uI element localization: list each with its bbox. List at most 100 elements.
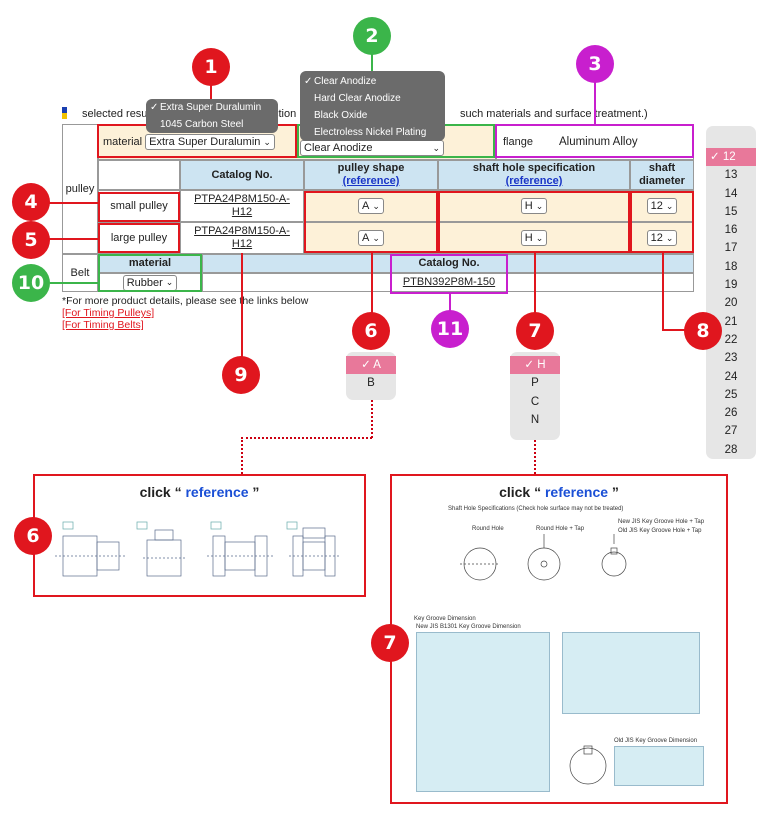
small-pulley-diameter-value: 12 <box>650 200 663 212</box>
diameter-option-26[interactable]: 26 <box>724 407 738 420</box>
diameter-option-13[interactable]: 13 <box>724 169 738 182</box>
large-pulley-catalog-1[interactable]: PTPA24P8M150-A- <box>194 225 290 237</box>
small-pulley-shape-cell: A⌄ <box>304 190 438 222</box>
highlight-diameter <box>630 191 694 253</box>
badge-panel-6: 6 <box>14 517 52 555</box>
diameter-option-16[interactable]: 16 <box>724 224 738 237</box>
highlight-belt-catalog <box>390 254 508 294</box>
diameter-option-21[interactable]: 21 <box>724 315 738 328</box>
hole-option-p[interactable]: P <box>510 374 560 392</box>
diameter-option-19[interactable]: 19 <box>724 279 738 292</box>
large-pulley-name: large pulley <box>110 232 168 244</box>
shaft-hole-header-text: shaft hole specification <box>472 162 596 174</box>
highlight-belt-material <box>98 254 202 292</box>
catalog-header: Catalog No. <box>180 160 304 190</box>
chevron-down-icon: ⌄ <box>665 232 674 243</box>
diameter-option-17[interactable]: 17 <box>724 242 738 255</box>
hole-option-n-text: N <box>530 413 540 426</box>
hole-option-n[interactable]: N <box>510 411 560 429</box>
shaft-diameter-header-2: diameter <box>639 175 685 187</box>
diameter-option-25[interactable]: 25 <box>724 388 738 401</box>
timing-pulleys-link[interactable]: [For Timing Pulleys] <box>62 307 154 319</box>
material-menu: ✓Extra Super Duralumin 1045 Carbon Steel <box>146 99 278 133</box>
pulley-shape-drawings <box>55 521 341 577</box>
surface-option-1[interactable]: Hard Clear Anodize <box>300 90 445 107</box>
chevron-down-icon: ⌄ <box>432 142 440 153</box>
belt-catalog-link[interactable]: PTBN392P8M-150 <box>402 276 496 288</box>
small-pulley-catalog-1[interactable]: PTPA24P8M150-A- <box>194 193 290 205</box>
shape-option-b-text: B <box>367 377 375 390</box>
shaft-hole-reference-panel: click “ reference ” Shaft Hole Specifica… <box>390 474 728 804</box>
hole-option-h[interactable]: ✓ H <box>510 356 560 375</box>
diameter-option-22[interactable]: 22 <box>724 333 738 346</box>
pulley-shape-header-text: pulley shape <box>337 162 405 174</box>
shaft-hole-reference-link[interactable]: (reference) <box>505 175 563 187</box>
badge-6: 6 <box>352 312 390 350</box>
hole-option-c[interactable]: C <box>510 393 560 411</box>
large-pulley-diameter-cell: 12⌄ <box>630 222 694 254</box>
small-pulley-diameter-select[interactable]: 12⌄ <box>646 198 678 214</box>
surface-option-3[interactable]: Electroless Nickel Plating <box>300 124 445 141</box>
connector-9 <box>241 253 243 357</box>
small-pulley-catalog-2[interactable]: H12 <box>231 206 253 218</box>
key-table-right <box>562 632 700 714</box>
shaft-diameter-header-1: shaft <box>648 162 676 174</box>
diameter-option-23[interactable]: 23 <box>724 352 738 365</box>
large-pulley-catalog[interactable]: PTPA24P8M150-A-H12 <box>180 222 304 254</box>
diameter-option-12[interactable]: ✓ 12 <box>706 148 756 167</box>
connector-11 <box>449 293 451 315</box>
diameter-option-14[interactable]: 14 <box>724 187 738 200</box>
belt-material-header-text: material <box>128 257 172 269</box>
hole-option-c-text: C <box>530 395 540 408</box>
pulley-shape-reference-link[interactable]: (reference) <box>342 175 400 187</box>
shape-option-a[interactable]: ✓ A <box>346 356 396 375</box>
opt-p: Round Hole + Tap <box>536 526 585 532</box>
large-pulley-shape-select[interactable]: A⌄ <box>358 230 384 246</box>
connector-5 <box>48 238 98 240</box>
surface-option-0-text: Clear Anodize <box>314 76 377 87</box>
chevron-down-icon: ⌄ <box>535 232 544 243</box>
pulley-shape-header: pulley shape(reference) <box>304 160 438 190</box>
belt-material-select[interactable]: Rubber⌄ <box>122 274 178 291</box>
material-option-0[interactable]: ✓Extra Super Duralumin <box>146 99 278 116</box>
surface-option-0[interactable]: ✓Clear Anodize <box>300 73 445 90</box>
belt-catalog-header-text: Catalog No. <box>418 257 480 269</box>
dotted-connector-6b <box>241 437 372 439</box>
diameter-dropdown: ✓ 12 13 14 15 16 17 18 19 20 21 22 23 24 25 26 27 28 <box>706 126 756 459</box>
timing-belts-link-text[interactable]: [For Timing Belts] <box>62 319 144 331</box>
surface-option-2[interactable]: Black Oxide <box>300 107 445 124</box>
material-select[interactable]: Extra Super Duralumin⌄ <box>145 134 275 150</box>
opt-n: New JIS Key Groove Hole + Tap <box>618 519 705 525</box>
badge-8: 8 <box>684 312 722 350</box>
small-pulley-catalog[interactable]: PTPA24P8M150-A-H12 <box>180 190 304 222</box>
diameter-option-27[interactable]: 27 <box>724 425 738 438</box>
large-pulley-catalog-2[interactable]: H12 <box>231 238 253 250</box>
flange-label: flange <box>503 136 533 148</box>
diameter-option-28[interactable]: 28 <box>724 443 738 456</box>
timing-belts-link[interactable]: [For Timing Belts] <box>62 319 144 331</box>
connector-3 <box>594 82 596 124</box>
shape-option-b[interactable]: B <box>346 374 396 392</box>
small-pulley-hole-select[interactable]: H⌄ <box>520 198 548 214</box>
belt-label-cell: Belt <box>62 254 98 292</box>
connector-8a <box>662 253 664 331</box>
diameter-option-20[interactable]: 20 <box>724 297 738 310</box>
large-pulley-shape-value: A <box>362 232 370 244</box>
belt-catalog-cell[interactable]: PTBN392P8M-150 <box>390 273 508 292</box>
pulley-label: pulley <box>65 183 95 195</box>
large-pulley-shape-cell: A⌄ <box>304 222 438 254</box>
material-option-1[interactable]: 1045 Carbon Steel <box>146 116 278 133</box>
small-pulley-shape-select[interactable]: A⌄ <box>358 198 384 214</box>
timing-pulleys-link-text[interactable]: [For Timing Pulleys] <box>62 307 155 319</box>
small-pulley-hole-value: H <box>524 200 533 212</box>
surface-select[interactable]: Clear Anodize⌄ <box>300 140 444 156</box>
badge-3: 3 <box>576 45 614 83</box>
diameter-option-15[interactable]: 15 <box>724 205 738 218</box>
diameter-option-18[interactable]: 18 <box>724 260 738 273</box>
shape-dropdown: ✓ A B <box>346 352 396 400</box>
connector-2 <box>371 53 373 71</box>
large-pulley-hole-select[interactable]: H⌄ <box>520 230 548 246</box>
diameter-option-24[interactable]: 24 <box>724 370 738 383</box>
large-pulley-hole-value: H <box>524 232 533 244</box>
large-pulley-diameter-select[interactable]: 12⌄ <box>646 230 678 246</box>
